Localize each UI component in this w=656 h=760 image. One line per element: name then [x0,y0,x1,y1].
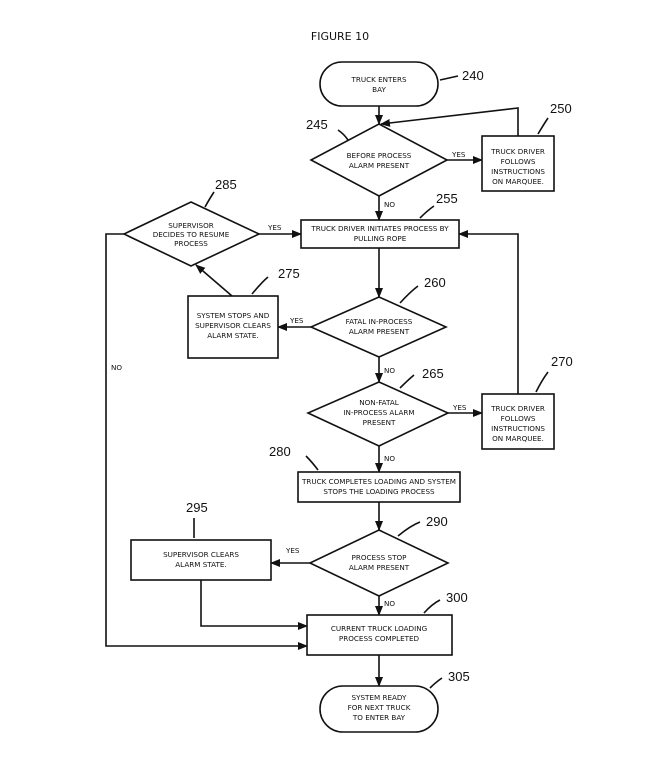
svg-text:ON MARQUEE.: ON MARQUEE. [492,434,544,443]
node-255-process: TRUCK DRIVER INITIATES PROCESS BY PULLIN… [301,191,459,248]
label-no-260: NO [384,366,395,375]
svg-text:PULLING ROPE: PULLING ROPE [354,234,407,243]
svg-text:SUPERVISOR CLEARS: SUPERVISOR CLEARS [195,321,271,330]
label-no-245: NO [384,200,395,209]
svg-text:TRUCK COMPLETES LOADING AND SY: TRUCK COMPLETES LOADING AND SYSTEM [301,477,456,486]
svg-text:SUPERVISOR: SUPERVISOR [168,221,214,230]
label-yes-265: YES [452,403,467,412]
svg-text:IN-PROCESS ALARM: IN-PROCESS ALARM [343,408,414,417]
svg-text:295: 295 [186,500,208,515]
svg-text:FOLLOWS: FOLLOWS [501,157,536,166]
svg-text:265: 265 [422,366,444,381]
svg-text:FATAL IN-PROCESS: FATAL IN-PROCESS [346,317,413,326]
label-no-265: NO [384,454,395,463]
edge-295-300 [201,580,307,626]
svg-text:PRESENT: PRESENT [363,418,396,427]
svg-text:TO ENTER BAY: TO ENTER BAY [352,713,406,722]
svg-text:TRUCK ENTERS: TRUCK ENTERS [350,75,407,84]
node-285-decision: SUPERVISOR DECIDES TO RESUME PROCESS 285 [124,177,259,266]
svg-text:BEFORE PROCESS: BEFORE PROCESS [347,151,412,160]
svg-text:TRUCK DRIVER: TRUCK DRIVER [490,404,545,413]
svg-text:INSTRUCTIONS: INSTRUCTIONS [491,167,545,176]
label-yes-260: YES [289,316,304,325]
svg-text:ALARM STATE.: ALARM STATE. [207,331,258,340]
svg-text:ALARM PRESENT: ALARM PRESENT [349,161,410,170]
svg-text:305: 305 [448,669,470,684]
svg-text:SYSTEM READY: SYSTEM READY [352,693,408,702]
svg-text:SYSTEM STOPS AND: SYSTEM STOPS AND [197,311,270,320]
svg-text:285: 285 [215,177,237,192]
svg-text:255: 255 [436,191,458,206]
svg-text:CURRENT TRUCK LOADING: CURRENT TRUCK LOADING [331,624,427,633]
node-295-process: SUPERVISOR CLEARS ALARM STATE. 295 [131,500,271,580]
label-yes-245: YES [451,150,466,159]
svg-text:240: 240 [462,68,484,83]
label-no-290: NO [384,599,395,608]
svg-text:ALARM PRESENT: ALARM PRESENT [349,563,410,572]
svg-text:270: 270 [551,354,573,369]
node-280-process: TRUCK COMPLETES LOADING AND SYSTEM STOPS… [269,444,460,502]
svg-text:245: 245 [306,117,328,132]
node-240-terminal: TRUCK ENTERS BAY 240 [320,62,484,106]
svg-text:300: 300 [446,590,468,605]
svg-text:SUPERVISOR CLEARS: SUPERVISOR CLEARS [163,550,239,559]
node-305-terminal: SYSTEM READY FOR NEXT TRUCK TO ENTER BAY… [320,669,470,732]
svg-text:290: 290 [426,514,448,529]
svg-text:TRUCK DRIVER INITIATES PROCESS: TRUCK DRIVER INITIATES PROCESS BY [310,224,449,233]
svg-text:260: 260 [424,275,446,290]
node-275-process: SYSTEM STOPS AND SUPERVISOR CLEARS ALARM… [188,266,300,358]
svg-text:FOR NEXT TRUCK: FOR NEXT TRUCK [348,703,411,712]
node-245-decision: BEFORE PROCESS ALARM PRESENT 245 [306,117,447,196]
node-265-decision: NON-FATAL IN-PROCESS ALARM PRESENT 265 [308,366,448,446]
svg-text:250: 250 [550,101,572,116]
figure-title: FIGURE 10 [311,30,369,43]
node-270-process: TRUCK DRIVER FOLLOWS INSTRUCTIONS ON MAR… [482,354,573,449]
svg-text:ALARM STATE.: ALARM STATE. [175,560,226,569]
svg-text:STOPS THE LOADING PROCESS: STOPS THE LOADING PROCESS [323,487,435,496]
svg-text:ON MARQUEE.: ON MARQUEE. [492,177,544,186]
svg-text:NON-FATAL: NON-FATAL [359,398,399,407]
label-no-285: NO [111,363,122,372]
svg-text:280: 280 [269,444,291,459]
label-yes-290: YES [285,546,300,555]
svg-text:PROCESS: PROCESS [174,239,208,248]
svg-text:275: 275 [278,266,300,281]
svg-text:PROCESS COMPLETED: PROCESS COMPLETED [339,634,420,643]
label-yes-285: YES [267,223,282,232]
edge-275-285 [196,265,232,296]
svg-text:PROCESS STOP: PROCESS STOP [352,553,408,562]
edge-250-245 [381,108,518,136]
svg-text:FOLLOWS: FOLLOWS [501,414,536,423]
svg-text:DECIDES TO RESUME: DECIDES TO RESUME [153,230,230,239]
svg-text:TRUCK DRIVER: TRUCK DRIVER [490,147,545,156]
edge-270-255 [459,234,518,394]
node-250-process: TRUCK DRIVER FOLLOWS INSTRUCTIONS ON MAR… [482,101,572,191]
svg-text:BAY: BAY [372,85,386,94]
svg-text:INSTRUCTIONS: INSTRUCTIONS [491,424,545,433]
svg-text:ALARM PRESENT: ALARM PRESENT [349,327,410,336]
